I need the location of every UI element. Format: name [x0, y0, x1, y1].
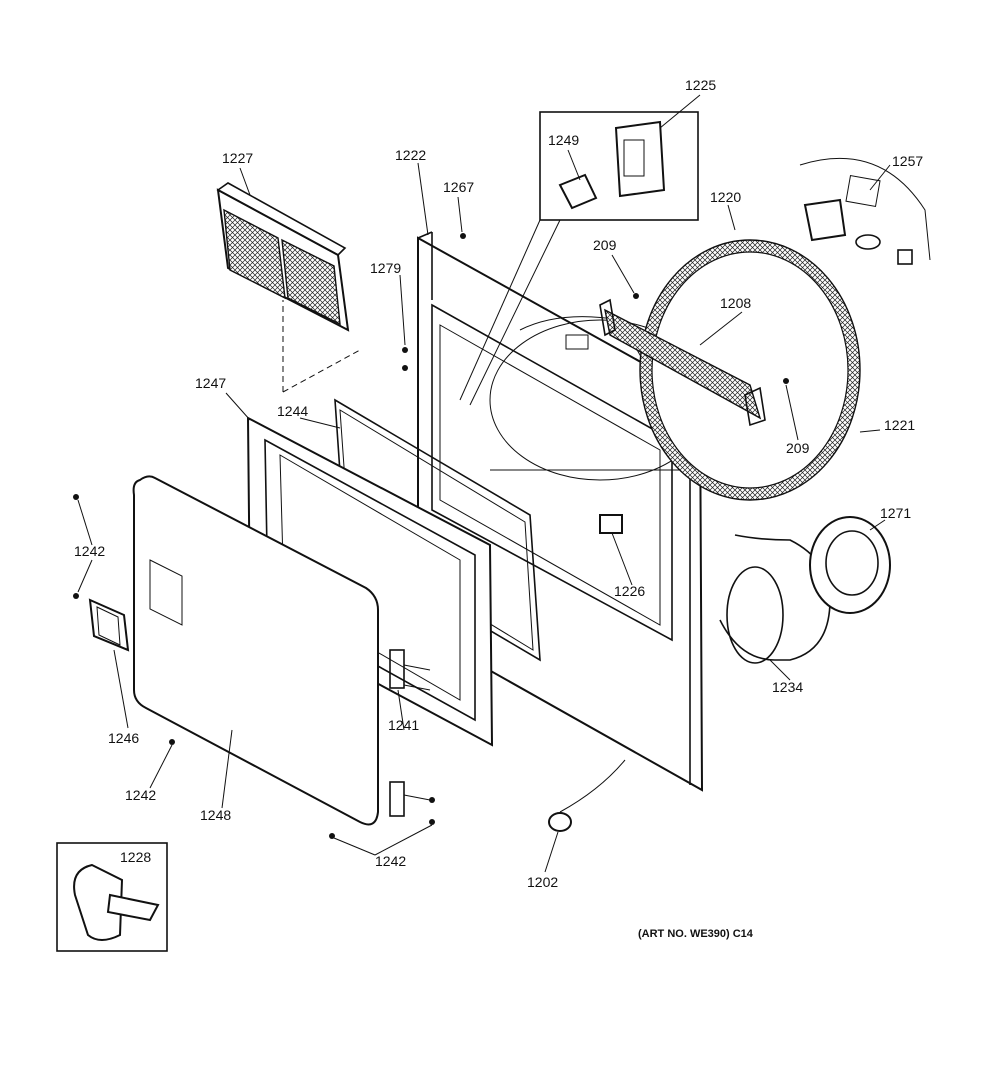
leader-lines	[77, 94, 891, 873]
callout-1267: 1267	[443, 179, 474, 195]
callout-1228: 1228	[120, 849, 151, 865]
callout-1234: 1234	[772, 679, 803, 695]
callout-1279: 1279	[370, 260, 401, 276]
callout-1244: 1244	[277, 403, 308, 419]
callout-1241: 1241	[388, 717, 419, 733]
callout-1220: 1220	[710, 189, 741, 205]
callout-1247: 1247	[195, 375, 226, 391]
art-number: (ART NO. WE390) C14	[638, 928, 754, 940]
callout-1257: 1257	[892, 153, 923, 169]
lint-filter-1227	[216, 182, 350, 332]
callout-209-right: 209	[786, 440, 810, 456]
light-kit-1257	[799, 158, 931, 265]
callout-1208: 1208	[720, 295, 751, 311]
callout-1225: 1225	[685, 77, 716, 93]
switch-inset-1225	[459, 111, 699, 406]
callout-1242-bottom: 1242	[375, 853, 406, 869]
callout-labels: 1225 1249 1227 1222 1267 1257 1220 209 1…	[74, 77, 923, 940]
drum-ring-1220	[639, 239, 861, 501]
callout-1227: 1227	[222, 150, 253, 166]
foot-1202	[548, 759, 626, 832]
outer-door-1248	[132, 475, 379, 826]
callout-1271: 1271	[880, 505, 911, 521]
callout-1246: 1246	[108, 730, 139, 746]
callout-209-top: 209	[593, 237, 617, 253]
callout-1222: 1222	[395, 147, 426, 163]
callout-1226: 1226	[614, 583, 645, 599]
screws	[73, 233, 789, 839]
bracket-inset-1228	[56, 842, 168, 952]
callout-1221: 1221	[884, 417, 915, 433]
door-switch-1226	[599, 514, 623, 534]
duct-1234	[719, 516, 891, 664]
callout-1248: 1248	[200, 807, 231, 823]
hinges-1241	[389, 649, 431, 817]
callout-1242-bottom-left: 1242	[125, 787, 156, 803]
callout-1242-left: 1242	[74, 543, 105, 559]
callout-1202: 1202	[527, 874, 558, 890]
callout-1249: 1249	[548, 132, 579, 148]
seal-strip-1208	[599, 298, 766, 427]
door-handle-1246	[88, 598, 130, 652]
